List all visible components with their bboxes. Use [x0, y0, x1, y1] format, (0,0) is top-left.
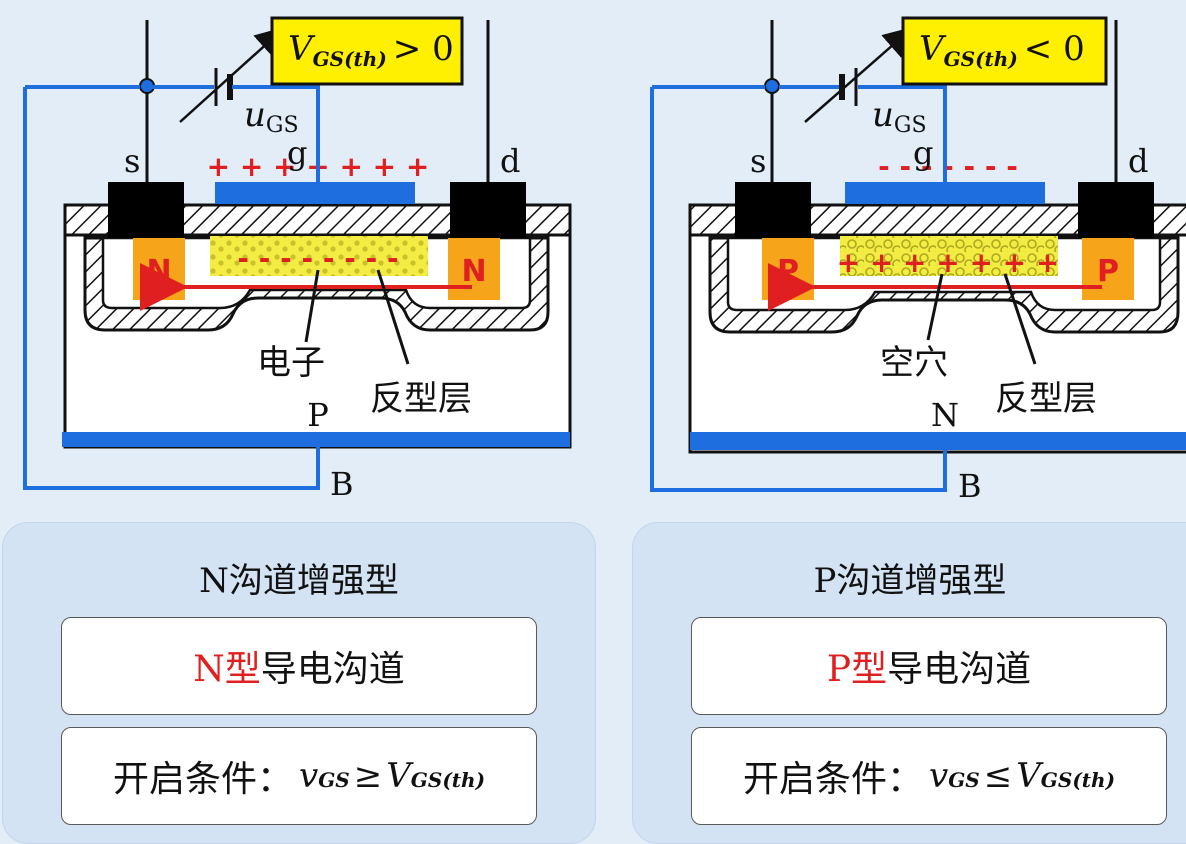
left-channel-type-box: N型导电沟道 — [61, 617, 537, 715]
right-device: P P + + + + + + + - - - - - - - N VGS(th… — [650, 16, 1186, 505]
left-variable-arrow — [179, 26, 286, 123]
right-terminal-b: B — [958, 467, 982, 505]
right-source-node — [764, 78, 780, 94]
left-ugs-label: uGS — [244, 95, 299, 138]
right-gate — [845, 182, 1045, 204]
left-channel — [210, 236, 428, 276]
right-channel — [840, 236, 1058, 276]
left-gate-wire — [232, 85, 320, 182]
right-channel-type-box: P型导电沟道 — [691, 617, 1167, 715]
left-terminal-s: s — [124, 142, 140, 180]
right-channel-prefix: P型 — [826, 649, 888, 690]
right-gate-charge: - - - - - - - — [878, 150, 1018, 183]
right-terminal-g: g — [913, 134, 933, 172]
right-variable-arrow — [804, 26, 914, 123]
left-source-node — [139, 78, 155, 94]
left-terminal-d: d — [500, 142, 520, 180]
right-callout-line-carrier — [926, 273, 944, 341]
right-substrate-contact — [690, 432, 1186, 450]
right-ugs-label: uGS — [872, 95, 927, 138]
right-substrate-label: N — [931, 396, 959, 434]
left-callout-layer: 反型层 — [370, 379, 472, 419]
left-source-metal — [108, 182, 184, 238]
right-region-letter-d: P — [1097, 254, 1119, 289]
right-body-wire — [650, 87, 947, 492]
left-callout-line-carrier — [304, 269, 320, 343]
left-channel-charge: - - - - - - - - — [237, 242, 398, 275]
mosfet-diagram: N N - - - - - - - - + + + + + + + P VGS(… — [23, 16, 1186, 505]
right-channel-charge: + + + + + + + — [837, 246, 1060, 279]
left-terminal-b: B — [330, 465, 354, 503]
left-body-wire — [23, 87, 320, 490]
right-card-title: P沟道增强型 — [813, 561, 1007, 601]
left-region-letter-d: N — [461, 254, 486, 289]
right-gate-wire — [858, 85, 947, 182]
right-region-letter-s: P — [777, 254, 799, 289]
left-gate — [215, 182, 415, 204]
right-voltage-box — [901, 16, 1108, 86]
left-substrate-label: P — [307, 396, 329, 434]
left-voltage-box — [270, 16, 464, 86]
left-voltage-text: VGS(th)> 0 — [288, 29, 454, 71]
right-callout-carrier: 空穴 — [880, 343, 948, 383]
left-channel-suffix: 导电沟道 — [260, 649, 405, 690]
right-voltage-text: VGS(th)< 0 — [919, 29, 1085, 71]
left-substrate-contact — [62, 432, 570, 447]
right-p-region-drain — [1082, 238, 1134, 300]
left-device: N N - - - - - - - - + + + + + + + P VGS(… — [23, 16, 572, 503]
right-channel-suffix: 导电沟道 — [887, 649, 1032, 690]
right-source-metal — [735, 182, 811, 238]
right-condition-label: 开启条件： — [742, 759, 923, 800]
left-channel-prefix: N型 — [193, 649, 261, 690]
left-card-title: N沟道增强型 — [199, 561, 399, 601]
left-condition-label: 开启条件： — [112, 759, 293, 800]
right-terminal-s: s — [750, 142, 766, 180]
left-callout-carrier: 电子 — [257, 343, 325, 383]
left-n-region-drain — [448, 238, 500, 300]
right-drain-metal — [1078, 182, 1154, 238]
left-callout-line-layer — [376, 269, 410, 365]
right-callout-layer: 反型层 — [995, 379, 1097, 419]
right-callout-line-layer — [1003, 273, 1037, 365]
right-terminal-d: d — [1128, 142, 1148, 180]
left-terminal-g: g — [287, 134, 307, 172]
left-region-letter-s: N — [146, 254, 171, 289]
left-drain-metal — [450, 182, 526, 238]
